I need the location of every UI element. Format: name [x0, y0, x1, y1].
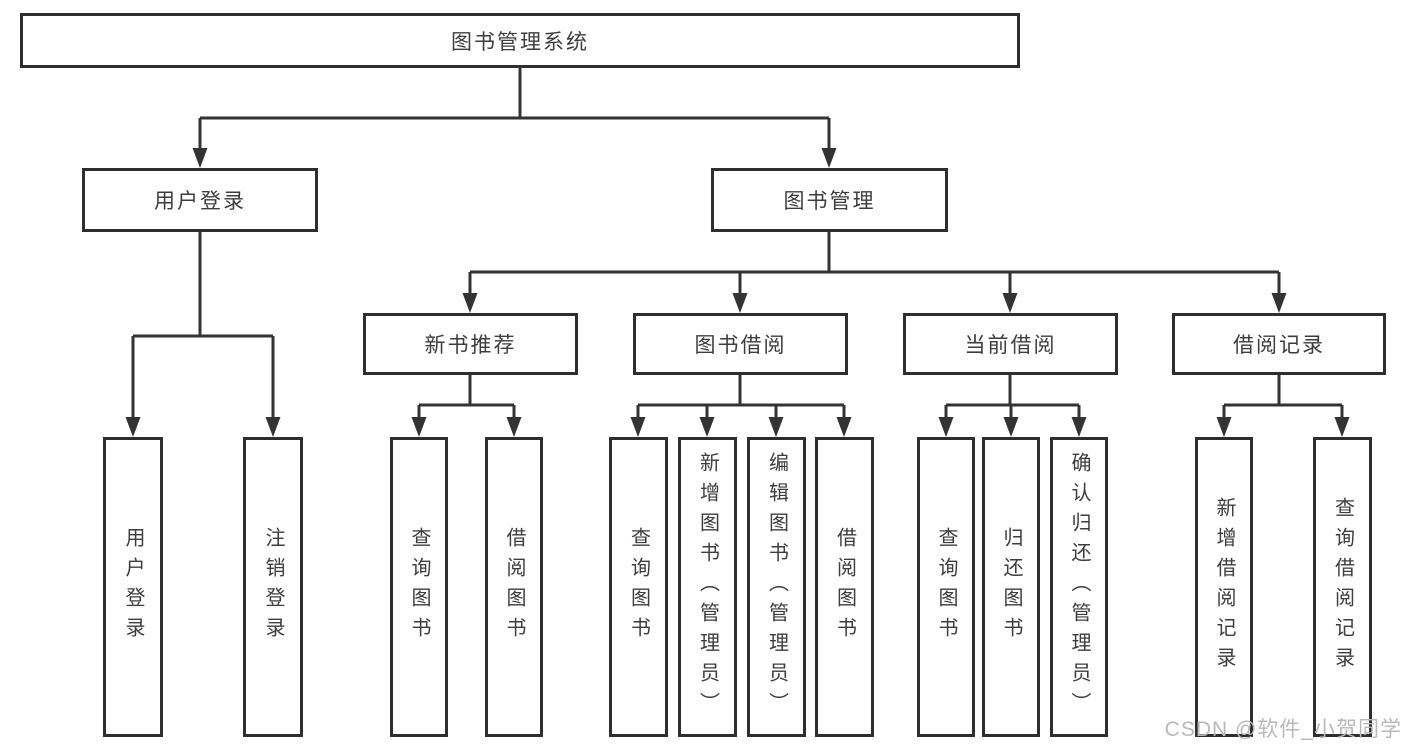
node-label: 借阅图书: [833, 527, 856, 647]
node-book-management: 图书管理: [711, 168, 948, 232]
node-new-book-recommendation: 新书推荐: [363, 313, 578, 375]
arrowhead-icon: [462, 293, 478, 313]
arrowhead-icon: [1334, 417, 1350, 437]
node-label: 借阅图书: [503, 527, 525, 647]
node-book-borrowing: 图书借阅: [633, 313, 848, 375]
node-user-login: 用户登录: [82, 168, 318, 232]
leaf-add-borrow-record: 新增借阅记录: [1195, 437, 1253, 737]
csdn-watermark: CSDN @软件_小贺同学: [1164, 718, 1402, 741]
connector-lines: [131, 68, 1344, 421]
leaf-return-books: 归还图书: [982, 437, 1040, 737]
arrowhead-icon: [836, 417, 852, 437]
leaf-query-books-current: 查询图书: [917, 437, 975, 737]
arrowhead-icon: [1003, 417, 1019, 437]
arrowhead-icon: [732, 293, 748, 313]
node-label: 用户登录: [154, 190, 246, 213]
leaf-query-borrow-record: 查询借阅记录: [1313, 437, 1372, 737]
node-current-borrowing: 当前借阅: [903, 313, 1118, 375]
node-label: 查询借阅记录: [1331, 497, 1354, 677]
leaf-edit-books-admin: 编辑图书（管理员）: [747, 437, 806, 737]
arrowhead-icon: [1002, 293, 1018, 313]
leaf-logout-login: 注销登录: [243, 437, 303, 737]
arrowhead-icon: [506, 417, 522, 437]
arrowhead-icon: [1216, 417, 1232, 437]
node-label: 查询图书: [935, 527, 957, 647]
node-label: 当前借阅: [964, 334, 1057, 357]
arrowhead-icon: [630, 417, 646, 437]
node-label: 借阅记录: [1233, 334, 1325, 357]
leaf-user-login: 用户登录: [103, 437, 163, 737]
node-label: 图书借阅: [694, 334, 787, 357]
node-label: 图书管理: [783, 190, 876, 213]
leaf-query-books-borrowing: 查询图书: [609, 437, 668, 737]
arrowhead-icon: [192, 148, 208, 168]
leaf-borrow-books-recommend: 借阅图书: [485, 437, 543, 737]
arrowhead-icon: [265, 417, 281, 437]
node-label: 编辑图书（管理员）: [765, 452, 788, 722]
node-borrowing-records: 借阅记录: [1172, 313, 1386, 375]
leaf-confirm-return-admin: 确认归还（管理员）: [1050, 437, 1108, 737]
node-label: 注销登录: [262, 527, 284, 647]
node-root: 图书管理系统: [20, 13, 1020, 68]
node-label: 归还图书: [1000, 527, 1022, 647]
node-label: 确认归还（管理员）: [1068, 452, 1090, 722]
arrowhead-icon: [699, 417, 715, 437]
node-label: 新增借阅记录: [1213, 497, 1235, 677]
node-label: 新书推荐: [424, 334, 517, 357]
node-label: 新增图书（管理员）: [696, 452, 719, 722]
arrowhead-icon: [768, 417, 784, 437]
node-label: 用户登录: [122, 527, 144, 647]
arrowhead-icon: [821, 148, 837, 168]
leaf-borrow-books-borrowing: 借阅图书: [815, 437, 874, 737]
arrowhead-icon: [938, 417, 954, 437]
arrowhead-icon: [411, 417, 427, 437]
leaf-add-books-admin: 新增图书（管理员）: [678, 437, 737, 737]
arrowhead-icon: [1071, 417, 1087, 437]
arrowhead-icon: [125, 417, 141, 437]
node-label: 查询图书: [408, 527, 430, 647]
node-label: 图书管理系统: [451, 30, 589, 54]
node-label: 查询图书: [627, 527, 650, 647]
arrowhead-icon: [1271, 293, 1287, 313]
leaf-query-books-recommend: 查询图书: [390, 437, 448, 737]
